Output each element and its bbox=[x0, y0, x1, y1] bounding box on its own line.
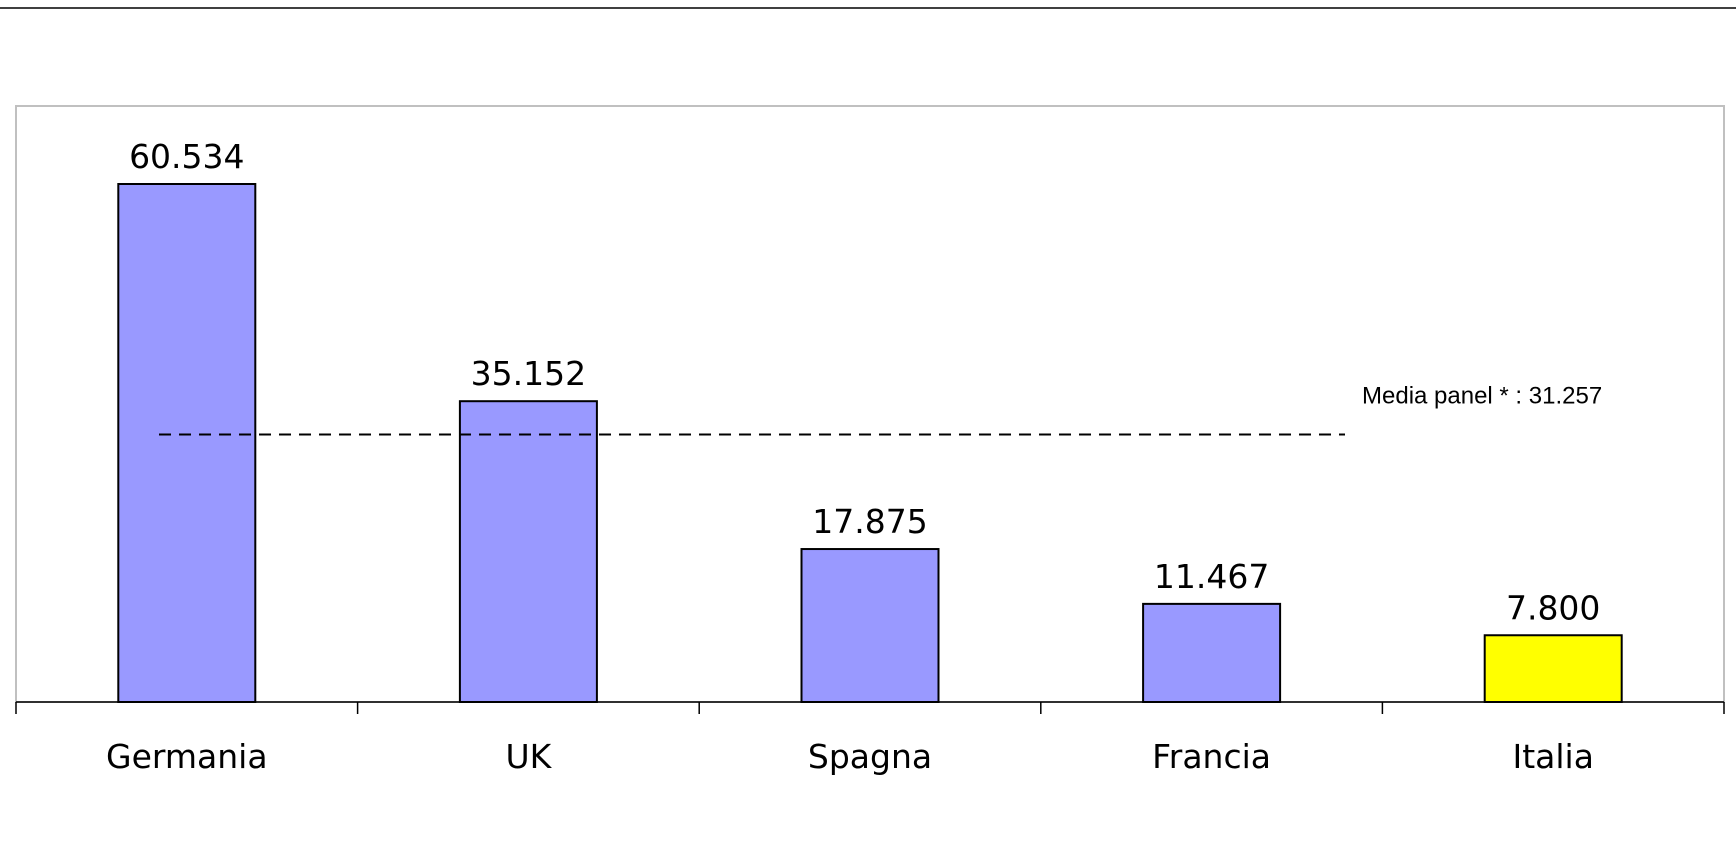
bar-italia bbox=[1483, 634, 1623, 703]
bar-uk bbox=[458, 400, 598, 703]
bar-germania bbox=[117, 183, 257, 703]
category-label-uk: UK bbox=[506, 737, 553, 776]
category-label-francia: Francia bbox=[1152, 737, 1271, 776]
x-axis-ticks bbox=[15, 702, 1725, 714]
category-label-italia: Italia bbox=[1512, 737, 1593, 776]
value-labels-group: 60.534 35.152 17.875 11.467 7.800 bbox=[129, 137, 1600, 627]
bars-group bbox=[117, 183, 1623, 704]
value-label-italia: 7.800 bbox=[1506, 588, 1600, 627]
value-label-uk: 35.152 bbox=[471, 354, 586, 393]
bar-francia bbox=[1142, 602, 1282, 703]
value-label-germania: 60.534 bbox=[129, 137, 244, 176]
value-label-francia: 11.467 bbox=[1154, 557, 1269, 596]
bar-spagna bbox=[800, 548, 940, 704]
category-label-germania: Germania bbox=[106, 737, 268, 776]
category-labels-group: Germania UK Spagna Francia Italia bbox=[106, 737, 1594, 776]
average-reference-label: Media panel * : 31.257 bbox=[1362, 383, 1602, 410]
category-label-spagna: Spagna bbox=[808, 737, 932, 776]
value-label-spagna: 17.875 bbox=[812, 502, 927, 541]
